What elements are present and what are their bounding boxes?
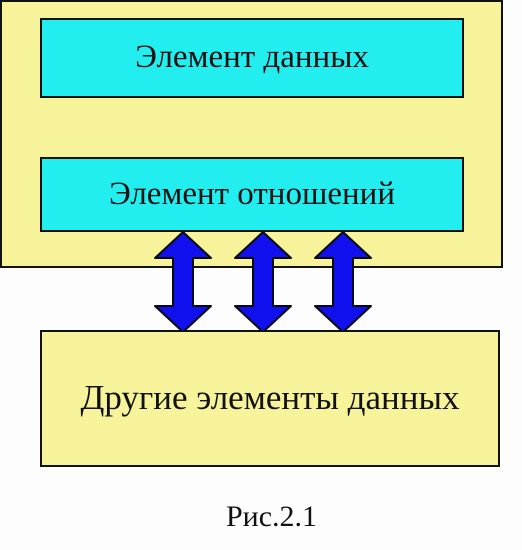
relation-element-label: Элемент отношений bbox=[108, 175, 395, 212]
bidirectional-arrow-icon bbox=[154, 232, 212, 332]
other-data-elements-box: Другие элементы данных bbox=[40, 330, 500, 467]
other-data-elements-label: Другие элементы данных bbox=[80, 378, 460, 418]
bidirectional-arrow-icon bbox=[234, 232, 292, 332]
bidirectional-arrow-icon bbox=[314, 232, 372, 332]
figure-caption: Рис.2.1 bbox=[226, 500, 318, 533]
relation-element-box: Элемент отношений bbox=[40, 157, 464, 232]
data-element-label: Элемент данных bbox=[135, 39, 369, 76]
bidirectional-arrows bbox=[154, 232, 372, 332]
data-element-box: Элемент данных bbox=[40, 18, 464, 98]
